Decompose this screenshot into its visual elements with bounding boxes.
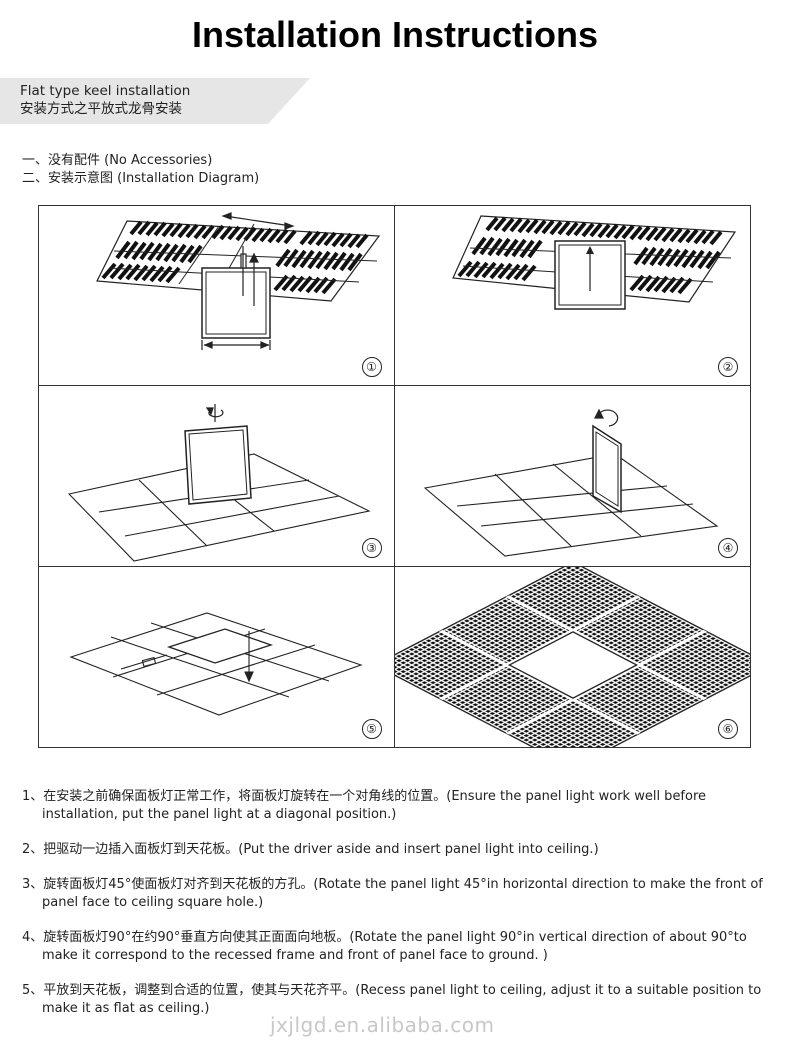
diagram-6-illustration [394, 566, 750, 747]
step-number-4: ④ [718, 537, 738, 558]
diagram-step-1: ① [39, 206, 395, 387]
instruction-step-5: 5、平放到天花板，调整到合适的位置，使其与天花齐平。(Recess panel … [22, 983, 762, 1016]
diagram-step-5: ⑤ [39, 566, 395, 747]
step-number-2: ② [718, 357, 738, 378]
banner-title-cn: 安装方式之平放式龙骨安装 [20, 101, 182, 117]
diagram-1-illustration [96, 212, 381, 350]
diagram-5-illustration [69, 612, 363, 716]
instruction-step-3: 3、旋转面板灯45°使面板灯对齐到天花板的方孔。(Rotate the pane… [22, 877, 763, 910]
diagram-step-2: ② [394, 206, 750, 387]
step-number-1: ① [361, 357, 382, 378]
intro-diagram: 二、安装示意图 (Installation Diagram) [22, 171, 260, 186]
diagram-2-illustration [451, 215, 736, 310]
page-title: Installation Instructions [191, 14, 599, 55]
diagram-step-4: ④ [394, 386, 750, 567]
section-banner: Flat type keel installation 安装方式之平放式龙骨安装 [0, 78, 310, 124]
watermark: jxjlgd.en.alibaba.com [270, 1013, 495, 1037]
banner-title-en: Flat type keel installation [20, 83, 191, 99]
banner-background [0, 78, 310, 124]
step-number-3: ③ [361, 537, 382, 558]
intro-list: 一、没有配件 (No Accessories) 二、安装示意图 (Install… [22, 152, 259, 188]
instruction-steps: 1、在安装之前确保面板灯正常工作，将面板灯旋转在一个对角线的位置。(Ensure… [22, 788, 782, 1035]
step-number-6: ⑥ [718, 718, 738, 739]
installation-diagram-grid: ① [38, 205, 751, 748]
instruction-step-2: 2、把驱动一边插入面板灯到天花板。(Put the driver aside a… [22, 842, 599, 857]
diagram-step-3: ③ [39, 386, 395, 567]
instruction-step-1: 1、在安装之前确保面板灯正常工作，将面板灯旋转在一个对角线的位置。(Ensure… [22, 789, 707, 822]
diagram-step-6: ⑥ [394, 566, 750, 747]
intro-accessories: 一、没有配件 (No Accessories) [22, 153, 213, 168]
diagram-3-illustration [67, 404, 371, 562]
step-number-5: ⑤ [361, 718, 382, 739]
diagram-4-illustration [423, 408, 718, 557]
instruction-step-4: 4、旋转面板灯90°在约90°垂直方向使其正面面向地板。(Rotate the … [22, 930, 747, 963]
